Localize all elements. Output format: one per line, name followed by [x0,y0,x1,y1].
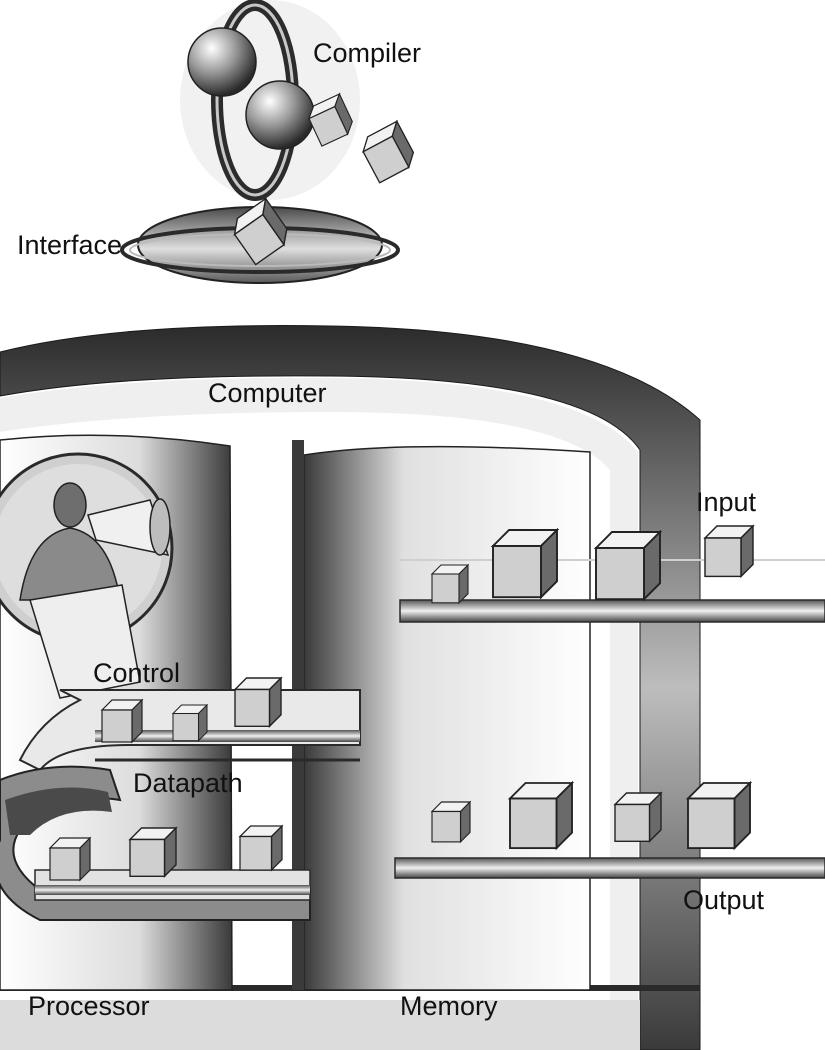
interface-label: Interface [17,232,122,259]
person-head-icon [54,483,86,527]
sphere-icon [188,28,256,96]
output-label: Output [683,887,764,914]
datapath-label: Datapath [133,770,243,797]
sphere-icon [246,81,314,149]
processor-label: Processor [28,993,150,1020]
computer-label: Computer [208,380,327,407]
control-label: Control [93,660,180,687]
memory-label: Memory [400,993,498,1020]
compiler-label: Compiler [313,40,421,67]
input-label: Input [696,489,756,516]
